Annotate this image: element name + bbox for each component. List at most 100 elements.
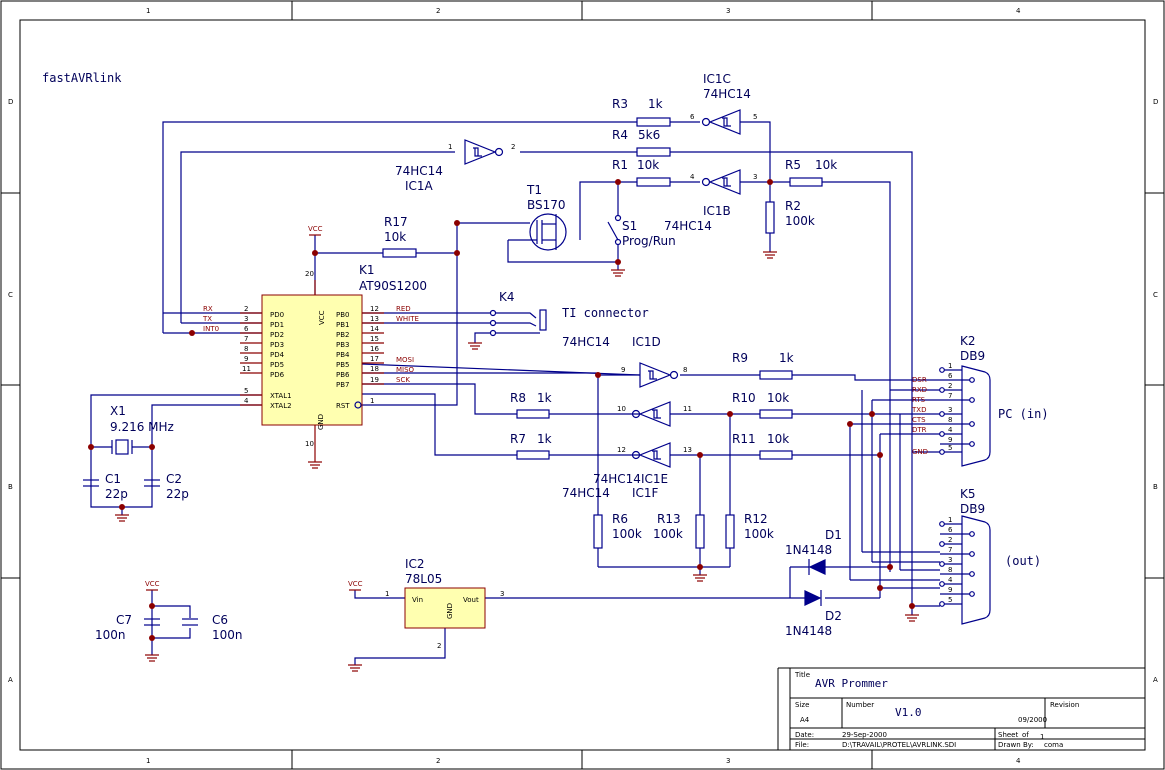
c7-value: 100n: [95, 628, 126, 642]
title-block: [777, 667, 1146, 751]
r11-ref: R11: [732, 432, 756, 446]
k1-pin-pb3: PB3: [336, 341, 349, 349]
k5-part: DB9: [960, 502, 985, 516]
inverter-ic1f[interactable]: [631, 442, 671, 468]
resistor-r7[interactable]: [516, 450, 550, 460]
border-row-d-right: D: [1153, 98, 1158, 106]
resistor-r11[interactable]: [759, 450, 793, 460]
k1-vcc-label: VCC: [318, 310, 326, 325]
ic1b-pin-in: 4: [690, 173, 695, 181]
border-row-b-right: B: [1153, 483, 1158, 491]
resistor-r17[interactable]: [382, 248, 417, 258]
k5-ref: K5: [960, 487, 976, 501]
k2-ref: K2: [960, 334, 976, 348]
capacitor-c7[interactable]: [144, 618, 160, 626]
ic1e-pin-in: 11: [683, 405, 692, 413]
switch-s1[interactable]: [607, 214, 622, 246]
inverter-ic1e[interactable]: [631, 401, 671, 427]
x1-part: 9.216 MHz: [110, 420, 174, 434]
k2-sig-rts: RTS: [912, 396, 926, 404]
s1-ref: S1: [622, 219, 637, 233]
k1-pinnum-17: 17: [370, 355, 379, 363]
tb-title: AVR Prommer: [815, 677, 888, 690]
tb-date: 29-Sep-2000: [842, 731, 887, 739]
t1-ref: T1: [526, 183, 542, 197]
tb-sheet: 1: [1040, 733, 1044, 741]
k5-pin-4: 4: [948, 576, 953, 584]
resistor-r13[interactable]: [695, 514, 705, 549]
diode-d2[interactable]: [804, 590, 822, 606]
capacitor-c1[interactable]: [83, 479, 99, 487]
r1-ref: R1: [612, 158, 628, 172]
k2-sig-txd: TXD: [911, 406, 926, 414]
k5-pin-9: 9: [948, 586, 952, 594]
db9-connector-k2[interactable]: [939, 365, 991, 467]
inverter-ic1a[interactable]: [464, 139, 504, 165]
k1-pin-pd6: PD6: [270, 371, 285, 379]
k5-label: (out): [1005, 554, 1041, 568]
resistor-r8[interactable]: [516, 409, 550, 419]
inverter-ic1d[interactable]: [639, 362, 679, 388]
resistor-r6[interactable]: [593, 514, 603, 549]
diode-d1[interactable]: [790, 559, 826, 575]
ic1d-ref: IC1D: [632, 335, 661, 349]
capacitor-c6[interactable]: [182, 618, 198, 626]
k2-pin-5: 5: [948, 444, 952, 452]
ic1f-ref: IC1F: [632, 486, 659, 500]
k1-pinnum-4: 4: [244, 397, 249, 405]
crystal-x1[interactable]: [111, 439, 133, 455]
resistor-r12[interactable]: [725, 514, 735, 549]
resistor-r3[interactable]: [636, 117, 671, 127]
border-row-c: C: [8, 291, 13, 299]
k1-pin-pb7: PB7: [336, 381, 349, 389]
border-row-c-right: C: [1153, 291, 1158, 299]
ic1f-part: 74HC14: [562, 486, 610, 500]
k1-pin-pd4: PD4: [270, 351, 285, 359]
border-col-4-bottom: 4: [1016, 757, 1021, 765]
k1-pinnum-1: 1: [370, 397, 374, 405]
k1-pin-xtal1: XTAL1: [270, 392, 292, 400]
k1-pin-pb5: PB5: [336, 361, 349, 369]
ic2-pin-out: 3: [500, 590, 504, 598]
k2-pin-4: 4: [948, 426, 953, 434]
k1-net-red: RED: [396, 305, 411, 313]
tb-drawn-label: Drawn By:: [998, 741, 1034, 749]
resistor-r4[interactable]: [636, 147, 671, 157]
ti-connector-k4[interactable]: [489, 309, 547, 337]
r3-ref: R3: [612, 97, 628, 111]
border-row-a-right: A: [1153, 676, 1158, 684]
t1-part: BS170: [527, 198, 566, 212]
ic2-pin-gnd: 2: [437, 642, 441, 650]
r10-ref: R10: [732, 391, 756, 405]
resistor-r9[interactable]: [759, 370, 793, 380]
k2-pin-9: 9: [948, 436, 952, 444]
regulator-ic2[interactable]: [404, 587, 486, 629]
r6-value: 100k: [612, 527, 642, 541]
r2-ref: R2: [785, 199, 801, 213]
r6-ref: R6: [612, 512, 628, 526]
r5-ref: R5: [785, 158, 801, 172]
r11-value: 10k: [767, 432, 789, 446]
r7-ref: R7: [510, 432, 526, 446]
border-row-d: D: [8, 98, 13, 106]
r9-ref: R9: [732, 351, 748, 365]
inverter-ic1b[interactable]: [701, 169, 741, 195]
microcontroller-k1[interactable]: [240, 280, 384, 462]
ic2-pin-in: 1: [385, 590, 389, 598]
ic1a-ref: IC1A: [405, 179, 434, 193]
border-col-2-bottom: 2: [436, 757, 440, 765]
resistor-r5[interactable]: [789, 177, 823, 187]
resistor-r2[interactable]: [765, 201, 775, 234]
c2-ref: C2: [166, 472, 182, 486]
db9-connector-k5[interactable]: [939, 515, 991, 625]
capacitor-c2[interactable]: [144, 479, 160, 487]
transistor-t1[interactable]: [508, 213, 567, 251]
inverter-ic1c[interactable]: [701, 109, 741, 135]
resistor-r1[interactable]: [636, 177, 671, 187]
tb-revision: 09/2000: [1018, 716, 1047, 724]
tb-revision-label: Revision: [1050, 701, 1079, 709]
r4-value: 5k6: [638, 128, 660, 142]
k5-pin-2: 2: [948, 536, 952, 544]
resistor-r10[interactable]: [759, 409, 793, 419]
k1-net-white: WHITE: [396, 315, 419, 323]
